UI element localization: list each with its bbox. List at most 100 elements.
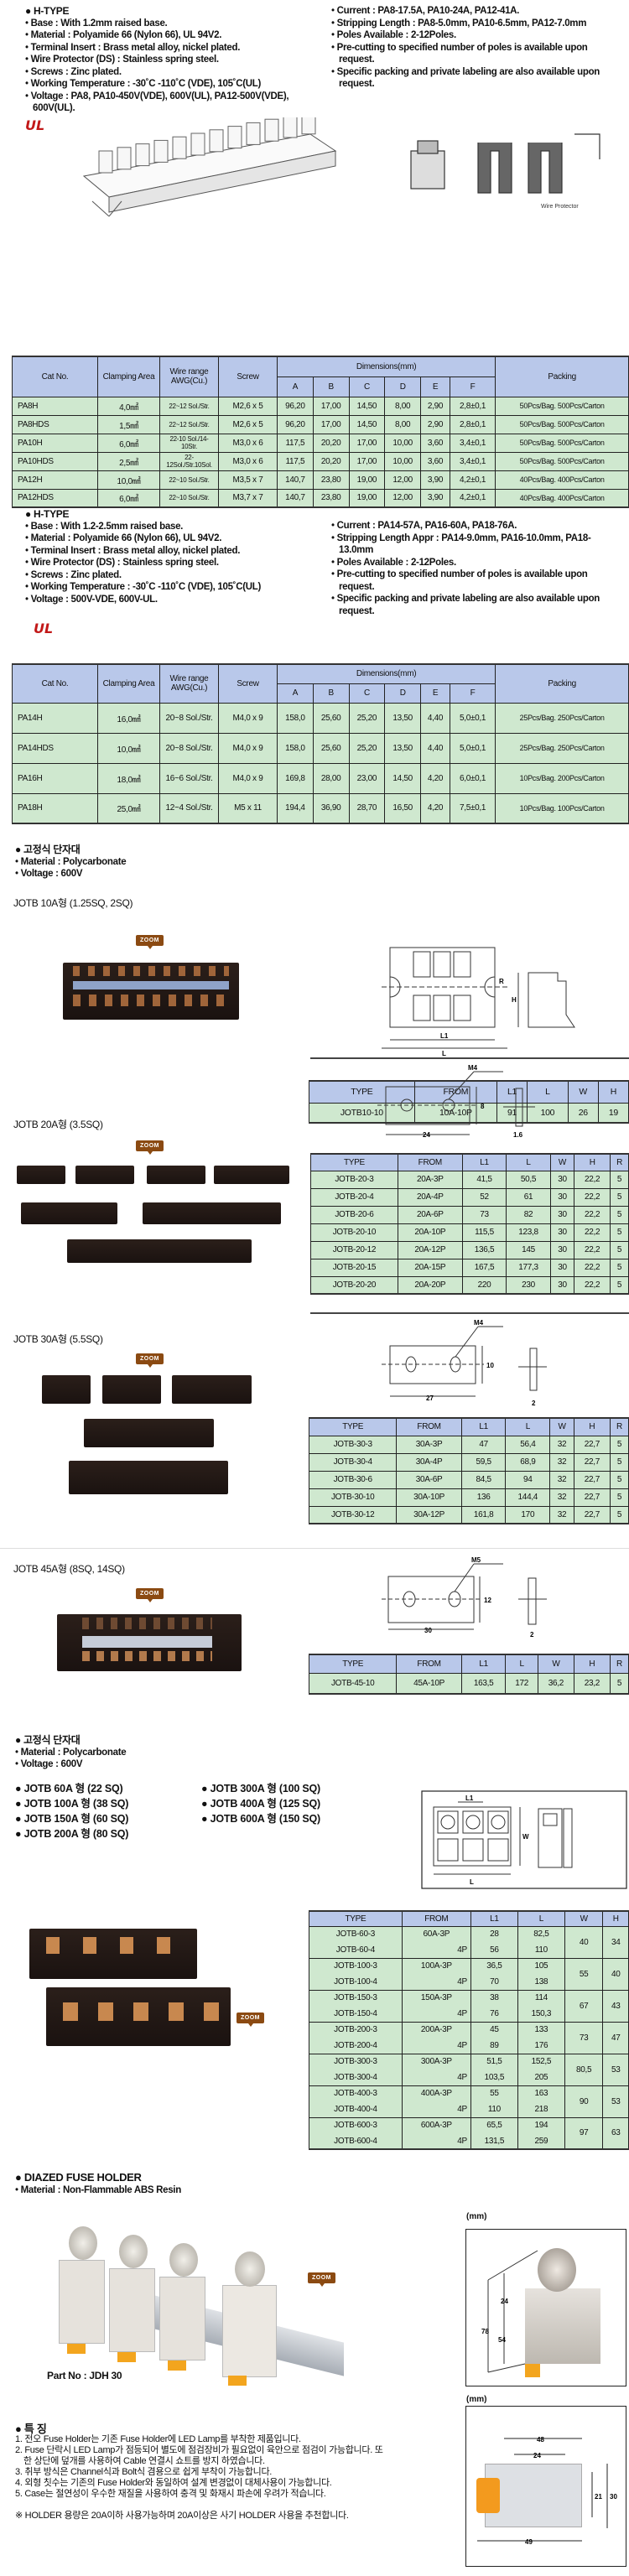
- spec-item: Wire Protector (DS) : Stainless spring s…: [25, 54, 310, 66]
- table-cell: 28,00: [312, 762, 350, 794]
- w-cell: 55: [564, 1957, 604, 1991]
- table-cell: 96,20: [277, 396, 314, 416]
- table-cell: 22,7: [573, 1435, 611, 1454]
- table-cell: 45: [470, 2021, 518, 2038]
- table-cell: JOTB-20-3: [310, 1170, 398, 1189]
- fuse-dim: 48: [537, 2436, 544, 2444]
- zoom-button[interactable]: ZOOM: [136, 1353, 164, 1368]
- zoom-button[interactable]: ZOOM: [237, 2012, 264, 2027]
- feature-item: 1. 전오 Fuse Holder는 기존 Fuse Holder에 LED L…: [15, 2434, 301, 2444]
- htype1-section-drawing: Wire Protector: [410, 133, 600, 210]
- table-cell: 163,5: [460, 1672, 507, 1695]
- table-cell: 3,60: [420, 451, 450, 471]
- zoom-button[interactable]: ZOOM: [136, 1588, 164, 1602]
- table-cell: 10,0㎟: [97, 732, 160, 764]
- jotb30-title: JOTB 30A형 (5.5SQ): [13, 1333, 103, 1345]
- table-cell: JOTB-20-6: [310, 1205, 398, 1224]
- table-cell: 10A-10P: [413, 1102, 498, 1124]
- plate-height: 8: [481, 1103, 485, 1110]
- table-cell: 40Pcs/Bag. 400Pcs/Carton: [495, 488, 629, 508]
- table-cell: 22~12 Sol./Str.: [159, 414, 219, 434]
- jotb20-plate-drawing: M4 24 8 1.6: [377, 1064, 535, 1139]
- htype1-left-list: Base : With 1.2mm raised base. Material …: [25, 18, 310, 115]
- htype2-specs-left: H-TYPE Base : With 1.2-2.5mm raised base…: [25, 508, 310, 605]
- table-cell: 61: [506, 1187, 551, 1207]
- table-cell: 140,7: [277, 470, 314, 490]
- spec-item: Stripping Length : PA8-5.0mm, PA10-6.5mm…: [331, 18, 616, 30]
- table-cell: 600A-3P: [401, 2116, 471, 2133]
- table-cell: 6,0㎟: [97, 433, 160, 453]
- table-cell: 4,2±0,1: [449, 470, 496, 490]
- table-cell: 30A-3P: [396, 1435, 462, 1454]
- zoom-button[interactable]: ZOOM: [308, 2272, 335, 2287]
- table-cell: 55: [470, 2085, 518, 2101]
- table-cell: 22,7: [573, 1488, 611, 1507]
- terminal-block: [209, 129, 224, 153]
- table-cell: 5: [609, 1488, 629, 1507]
- features-heading-text: 특 징: [23, 2423, 47, 2435]
- table-cell: 36,2: [537, 1672, 574, 1695]
- table-cell: 52: [461, 1187, 507, 1207]
- jotb10-drawing: L1 L H R: [382, 947, 575, 1057]
- cat-no-cell: PA14H: [12, 702, 98, 734]
- table-cell: 23,00: [348, 762, 386, 794]
- table-cell: 14,50: [384, 762, 422, 794]
- col-a: A: [277, 376, 314, 397]
- table-cell: 30: [549, 1240, 575, 1259]
- col-l1: L1: [496, 1080, 528, 1104]
- table-cell: 177,3: [506, 1258, 551, 1277]
- spec-item: Terminal Insert : Brass metal alloy, nic…: [25, 545, 310, 558]
- table-cell: 5: [610, 1205, 629, 1224]
- table-cell: 100A-3P: [401, 1957, 471, 1974]
- col-from: FROM: [396, 1654, 462, 1674]
- table-cell: 259: [517, 2133, 565, 2150]
- table-cell: M3,5 x 7: [218, 470, 278, 490]
- spec-item: Specific packing and private labeling ar…: [331, 66, 616, 91]
- table-cell: 103,5: [470, 2070, 518, 2086]
- htype1-table: Cat No. Clamping Area Wire range AWG(Cu.…: [12, 356, 629, 508]
- fixed2-models-right: JOTB 300A 형 (100 SQ) JOTB 400A 형 (125 SQ…: [201, 1781, 320, 1826]
- spec-item: Pre-cutting to specified number of poles…: [331, 569, 621, 593]
- table-cell: 2,8±0,1: [449, 396, 496, 416]
- table-cell: 19,00: [348, 488, 386, 508]
- table-cell: 20,20: [312, 433, 350, 453]
- spec-item: Stripping Length Appr : PA14-9.0mm, PA16…: [331, 532, 621, 557]
- col-clamping: Clamping Area: [97, 663, 160, 704]
- table-cell: 22~10 Sol./Str.: [159, 470, 219, 490]
- features-section: ● 특 징 1. 전오 Fuse Holder는 기존 Fuse Holder에…: [15, 2423, 384, 2521]
- table-cell: 4P: [401, 2070, 471, 2086]
- table-cell: 30: [549, 1205, 575, 1224]
- table-cell: 22,2: [574, 1275, 611, 1295]
- table-cell: JOTB-400-4: [309, 2101, 403, 2118]
- cat-no-cell: PA14HDS: [12, 732, 98, 764]
- table-cell: 5,0±0,1: [449, 702, 496, 734]
- table-cell: 4,2±0,1: [449, 488, 496, 508]
- col-catno: Cat No.: [12, 663, 98, 704]
- zoom-button[interactable]: ZOOM: [136, 935, 164, 949]
- model-item: JOTB 60A 형 (22 SQ): [15, 1783, 123, 1794]
- table-cell: 5,0±0,1: [449, 732, 496, 764]
- table-cell: 23,80: [312, 470, 350, 490]
- cat-no-cell: PA16H: [12, 762, 98, 794]
- h-cell: 43: [602, 1989, 629, 2023]
- col-from: FROM: [401, 1910, 471, 1927]
- table-cell: JOTB-30-12: [308, 1505, 398, 1524]
- table-cell: 13,50: [384, 702, 422, 734]
- table-cell: 2,90: [420, 414, 450, 434]
- table-cell: 50Pcs/Bag. 500Pcs/Carton: [495, 414, 629, 434]
- table-cell: 138: [517, 1974, 565, 1991]
- dim-r: R: [499, 978, 504, 985]
- table-cell: 16~6 Sol./Str.: [159, 762, 219, 794]
- zoom-button[interactable]: ZOOM: [136, 1140, 164, 1155]
- table-cell: 8,00: [384, 396, 422, 416]
- jotb45-title: JOTB 45A형 (8SQ, 14SQ): [13, 1563, 125, 1575]
- spec-item: Voltage : 500V-VDE, 600V-UL.: [25, 594, 310, 606]
